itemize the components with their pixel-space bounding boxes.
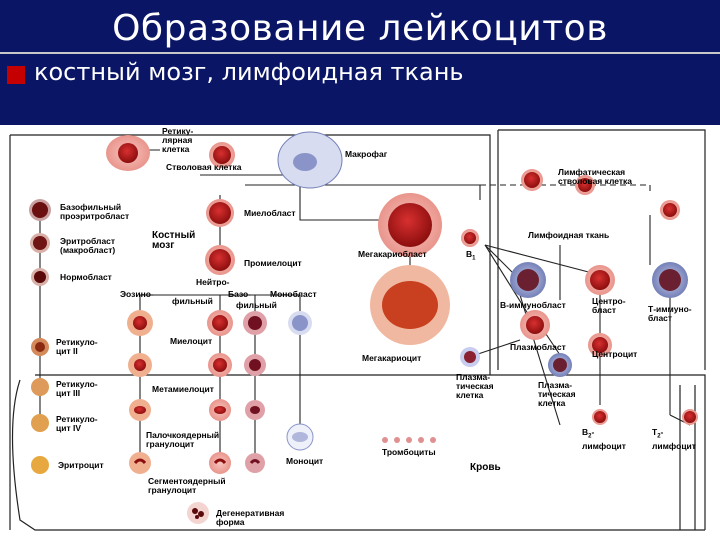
label-b-immunoblast: В-иммунобласт — [500, 300, 566, 310]
label-erythrocyte: Эритроцит — [58, 460, 104, 470]
label-blood: Кровь — [470, 462, 501, 473]
label-segmented: Сегментоядерный гранулоцит — [148, 476, 226, 495]
label-b2: В2-лимфоцит — [582, 427, 626, 451]
label-normoblast: Нормобласт — [60, 272, 112, 282]
label-myelocyte: Миелоцит — [170, 336, 213, 346]
reticulocyte4-cell — [31, 414, 49, 432]
label-plasma-cell-1: Плазма- тическая клетка — [456, 372, 494, 400]
label-promyelocyte: Промиелоцит — [244, 258, 302, 268]
label-erythroblast: Эритробласт (макробласт) — [60, 236, 116, 255]
lymph-cell-a — [575, 175, 595, 195]
leukopoiesis-diagram: Ретику- лярная клетка Стволовая клетка М… — [0, 125, 720, 540]
plasma-cell-1 — [460, 347, 480, 367]
plasma-cell-2 — [548, 353, 572, 377]
basophil-proerythroblast-cell — [29, 199, 51, 221]
label-t2: Т2-лимфоцит — [652, 427, 696, 451]
label-monocyte: Моноцит — [286, 456, 324, 466]
neutrophil-metamyelocyte-cell — [209, 399, 231, 421]
label-t-immunoblast: Т-иммуно- бласт — [648, 304, 692, 323]
bullet-square-icon — [7, 66, 25, 84]
normoblast-cell — [31, 268, 49, 286]
label-reticulocyte4: Ретикуло- цит IV — [56, 414, 98, 433]
label-reticular: Ретику- лярная клетка — [162, 126, 194, 154]
neutrophil-myelocyte2-cell — [208, 353, 232, 377]
basophil-myelocyte2-cell — [244, 354, 266, 376]
platelets-cells — [382, 437, 436, 443]
b2-lymphocyte-cell — [592, 409, 608, 425]
basophil-metamyelocyte-cell — [245, 400, 265, 420]
basophil-band-cell — [245, 453, 265, 473]
label-lymphoid-tissue: Лимфоидная ткань — [528, 230, 610, 240]
label-eosino: Эозино- — [120, 289, 154, 299]
stem-cell — [209, 142, 235, 168]
label-lymph-stem: Лимфатическая стволовая клетка — [558, 167, 633, 186]
lymph-stem-cell — [521, 169, 543, 191]
label-plasma-cell-2: Плазма- тическая клетка — [538, 380, 576, 408]
reticulocyte3-cell — [31, 378, 49, 396]
slide-title: Образование лейкоцитов — [112, 8, 608, 49]
label-basophil-proerythro: Базофильный проэритробласт — [60, 202, 130, 221]
neutrophil-myelocyte-cell — [207, 310, 233, 336]
erythrocyte-cell — [31, 456, 49, 474]
label-band: Палочкоядерный гранулоцит — [146, 430, 220, 449]
promyelocyte-cell — [205, 245, 235, 275]
label-megakaryocyte: Мегакариоцит — [362, 353, 422, 363]
label-reticulocyte2: Ретикуло- цит II — [56, 337, 98, 356]
centroblast-cell — [585, 265, 615, 295]
label-reticulocyte3: Ретикуло- цит III — [56, 379, 98, 398]
reticular-cell — [106, 135, 150, 171]
eosinophil-metamyelocyte-cell — [129, 399, 151, 421]
label-platelets: Тромбоциты — [382, 447, 436, 457]
label-b1: В1 — [466, 249, 476, 262]
frame-lines — [9, 129, 706, 531]
eosinophil-band-cell — [129, 452, 151, 474]
plasmoblast-cell — [520, 310, 550, 340]
diagram-drawing — [9, 129, 706, 531]
neutrophil-band-cell — [209, 452, 231, 474]
degenerative-cell — [187, 502, 209, 524]
label-megakaryoblast: Мегакариобласт — [358, 249, 427, 259]
myeloblast-cell — [206, 199, 234, 227]
basophil-myelocyte-cell — [243, 311, 267, 335]
megakaryocyte-cell — [370, 265, 450, 345]
label-macrophage: Макрофаг — [345, 149, 388, 159]
b-immunoblast-cell — [510, 262, 546, 298]
slide-subtitle: костный мозг, лимфоидная ткань — [34, 58, 464, 86]
eosinophil-myelocyte-cell — [127, 310, 153, 336]
eosinophil-myelocyte2-cell — [128, 353, 152, 377]
megakaryoblast-cell — [378, 193, 442, 257]
t2-lymphocyte-cell — [682, 409, 698, 425]
label-metamyelocyte: Метамиелоцит — [152, 384, 214, 394]
label-plasmoblast: Плазмобласт — [510, 342, 566, 352]
label-degenerative: Дегенеративная форма — [216, 508, 285, 527]
title-divider — [0, 52, 720, 54]
t-immunoblast-cell — [652, 262, 688, 298]
monoblast-cell — [288, 311, 312, 335]
label-myeloblast: Миелобласт — [244, 208, 296, 218]
erythroblast-cell — [30, 233, 50, 253]
b1-cell — [461, 229, 479, 247]
centrocyte-cell — [588, 333, 612, 357]
macrophage-cell — [277, 131, 343, 189]
label-stem: Стволовая клетка — [166, 162, 242, 172]
reticulocyte2-cell — [31, 338, 49, 356]
label-monoblast: Монобласт — [270, 289, 317, 299]
label-centroblast: Центро- бласт — [592, 296, 626, 315]
label-bone-marrow: Костный мозг — [152, 230, 196, 251]
monocyte-cell — [286, 423, 314, 451]
label-neutro: Нейтро- — [196, 277, 230, 287]
label-baso-phil: фильный — [236, 300, 277, 310]
label-phil: фильный — [172, 296, 213, 306]
lymph-cell-b — [660, 200, 680, 220]
label-baso: Базо- — [228, 289, 251, 299]
label-centrocyte: Центроцит — [592, 349, 638, 359]
